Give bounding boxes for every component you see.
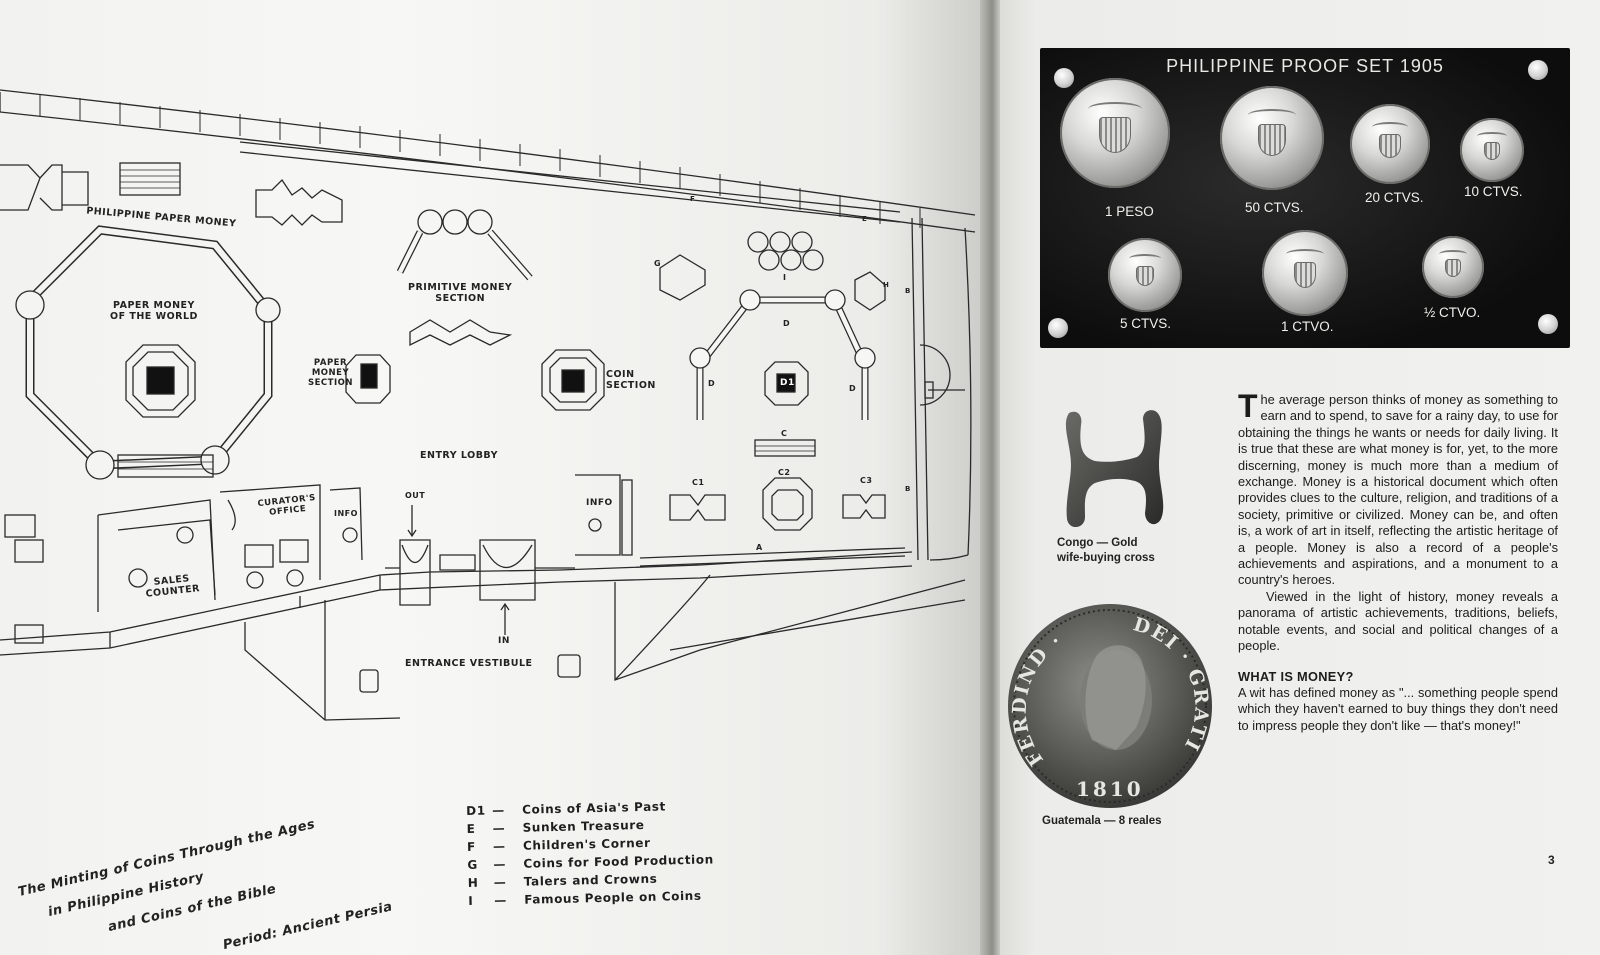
coin-label-20-ctvs: 20 CTVS. [1365, 190, 1424, 205]
subhead-what-is-money: WHAT IS MONEY? [1238, 668, 1354, 684]
screw-icon [1528, 60, 1548, 80]
congo-caption: Congo — Gold wife-buying cross [1057, 536, 1155, 566]
coin-1-ctvo [1262, 230, 1348, 316]
coin-label-half-ctvo: ½ CTVO. [1424, 305, 1481, 320]
letter-g: G [654, 259, 662, 268]
letter-c3: C3 [860, 476, 873, 485]
letter-i: I [783, 273, 787, 282]
letter-d-left: D [708, 379, 716, 388]
label-paper-money-world-line1: PAPER MONEY [113, 300, 195, 311]
guatemala-coin-image: FERDIND · VII · DEI · GRATIA 1810 [1004, 600, 1212, 808]
legend-dash: — [493, 857, 507, 872]
letter-h: H [883, 281, 890, 289]
proof-set-plate: PHILIPPINE PROOF SET 1905 1 PESO 50 CTVS… [1040, 48, 1570, 348]
museum-floor-plan [0, 89, 976, 721]
legend-dash: — [494, 893, 508, 908]
legend-text: Coins of Asia's Past [522, 799, 667, 817]
coin-20-ctvs [1350, 104, 1430, 184]
label-paper-money-world-line2: OF THE WORLD [110, 311, 198, 322]
label-primitive-money-line2: SECTION [435, 293, 486, 304]
letter-e: E [862, 215, 868, 223]
coin-label-10-ctvs: 10 CTVS. [1464, 184, 1523, 199]
legend-code: G [467, 857, 479, 872]
dropcap: T [1238, 388, 1258, 424]
letter-c2: C2 [778, 468, 791, 477]
label-d1: D1 [780, 378, 795, 388]
legend-dash: — [493, 875, 507, 890]
coin-50-ctvs [1220, 86, 1324, 190]
legend-dash: — [492, 803, 505, 818]
label-coin-section: COIN SECTION [606, 369, 656, 391]
plate-title: PHILIPPINE PROOF SET 1905 [1166, 56, 1444, 76]
coin-year: 1810 [1076, 777, 1144, 801]
legend-code: D1 [466, 803, 486, 818]
label-entrance-vestibule: ENTRANCE VESTIBULE [405, 658, 533, 669]
coin-10-ctvs [1460, 118, 1524, 182]
legend-code: F [466, 839, 476, 854]
coin-1-peso [1060, 78, 1170, 188]
left-page: PHILIPPINE PAPER MONEY PAPER MONEY OF TH… [0, 0, 995, 955]
coin-label-1-peso: 1 PESO [1105, 204, 1154, 219]
congo-cross-image [1065, 410, 1164, 528]
coin-5-ctvs [1108, 238, 1182, 312]
letter-f: F [690, 195, 696, 203]
book-gutter [980, 0, 1002, 955]
page-number: 3 [1548, 853, 1555, 867]
coin-label-50-ctvs: 50 CTVS. [1245, 200, 1304, 215]
right-page: PHILIPPINE PROOF SET 1905 1 PESO 50 CTVS… [1000, 0, 1600, 955]
label-coin-section-line2: SECTION [606, 380, 656, 391]
label-primitive-money-section: PRIMITIVE MONEY SECTION [408, 282, 512, 304]
screw-icon [1048, 318, 1068, 338]
label-out: OUT [405, 491, 426, 500]
label-paper-money-section: PAPER MONEY SECTION [308, 358, 353, 388]
letter-b1: B [905, 287, 911, 295]
label-in: IN [498, 636, 510, 646]
letter-d-right: D [849, 384, 857, 393]
coin-label-1-ctvo: 1 CTVO. [1281, 319, 1334, 334]
letter-c: C [781, 429, 788, 438]
coin-label-5-ctvs: 5 CTVS. [1120, 316, 1172, 331]
legend-code: E [466, 821, 476, 836]
label-pms-line2: MONEY [311, 368, 350, 378]
letter-c1: C1 [692, 478, 705, 487]
label-primitive-money-line1: PRIMITIVE MONEY [408, 282, 513, 293]
label-coin-section-line1: COIN [606, 369, 635, 380]
letter-d-top: D [783, 319, 791, 328]
congo-caption-line2: wife-buying cross [1057, 552, 1155, 564]
legend-code: I [468, 893, 474, 908]
label-pms-line1: PAPER [313, 358, 348, 368]
congo-caption-line1: Congo — Gold [1057, 537, 1138, 549]
screw-icon [1538, 314, 1558, 334]
label-entry-lobby: ENTRY LOBBY [420, 450, 499, 461]
paragraph-2: Viewed in the light of history, money re… [1238, 588, 1558, 654]
legend-code: H [467, 875, 479, 890]
letter-b2: B [905, 485, 911, 493]
paragraph-3: A wit has defined money as "... somethin… [1238, 684, 1558, 733]
guatemala-caption: Guatemala — 8 reales [1042, 815, 1162, 827]
legend-dash: — [492, 839, 506, 854]
label-pms-line3: SECTION [308, 378, 353, 388]
paragraph-1-text: he average person thinks of money as som… [1238, 392, 1558, 588]
screw-icon [1054, 68, 1074, 88]
letter-a: A [756, 543, 763, 552]
label-info-left: INFO [334, 509, 358, 518]
label-paper-money-world: PAPER MONEY OF THE WORLD [110, 300, 198, 322]
legend-dash: — [492, 821, 506, 836]
label-info-right: INFO [586, 498, 613, 508]
coin-half-ctvo [1422, 236, 1484, 298]
